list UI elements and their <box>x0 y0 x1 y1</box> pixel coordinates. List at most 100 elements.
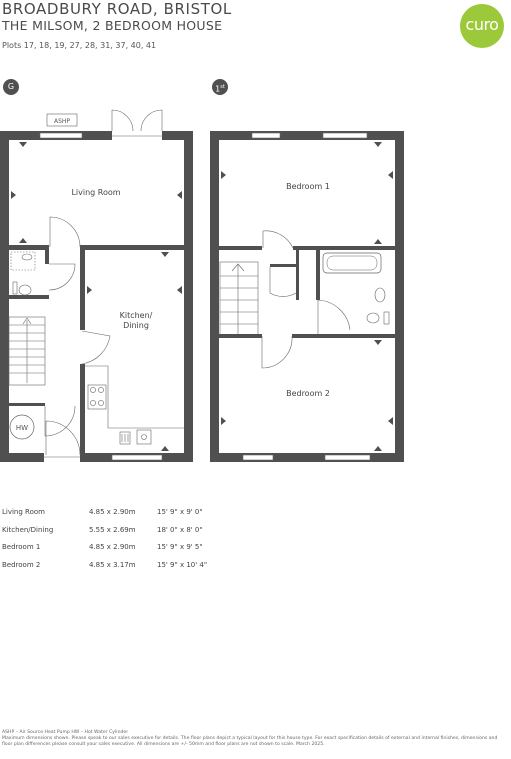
ff-cupboard-door <box>269 267 297 297</box>
gf-kitchen-wall-lower <box>80 364 85 453</box>
bath-toilet <box>366 312 380 324</box>
table-row: Living Room 4.85 x 2.90m 15' 9" x 9' 0" <box>2 508 302 526</box>
gf-patio-door-left <box>111 109 134 132</box>
gf-wc-toilet <box>18 284 32 296</box>
ff-window-bottom-2 <box>324 454 371 461</box>
ff-window-top-2 <box>322 132 368 139</box>
table-row: Bedroom 2 4.85 x 3.17m 15' 9" x 10' 4" <box>2 561 302 579</box>
plots-list: Plots 17, 18, 19, 27, 28, 31, 37, 40, 41 <box>2 41 157 50</box>
gf-wall-right <box>184 131 193 462</box>
ff-bed2-door <box>261 335 293 369</box>
ff-wall-top <box>210 131 404 140</box>
gf-partition-living-left <box>9 245 49 250</box>
first-floor-suffix: st <box>220 84 225 90</box>
kitchen-label-line1: Kitchen/ <box>120 311 153 320</box>
ff-bed2-wall-mid <box>292 334 316 338</box>
bed2-arrow-bottom <box>374 446 382 451</box>
living-arrow-bottom <box>19 238 27 243</box>
curo-logo: curo <box>460 4 504 48</box>
gf-kitchen-wall-upper <box>80 250 85 330</box>
table-row: Bedroom 1 4.85 x 2.90m 15' 9" x 9' 5" <box>2 543 302 561</box>
ff-cupboard-wall <box>296 250 299 300</box>
living-room-label: Living Room <box>71 188 120 197</box>
footer-key: ASHP – Air Source Heat Pump HW – Hot Wat… <box>2 730 129 735</box>
ff-stairs <box>219 261 259 337</box>
bed2-arrow-left <box>221 417 226 425</box>
room-name: Kitchen/Dining <box>2 525 54 534</box>
gf-wc-basin-zone <box>10 251 36 271</box>
ashp-unit <box>46 113 78 127</box>
room-imperial: 15' 9" x 9' 5" <box>157 543 203 551</box>
ff-wall-right <box>395 131 404 462</box>
room-imperial: 15' 9" x 9' 0" <box>157 508 203 516</box>
kitchen-arrow-right <box>177 286 182 294</box>
ff-bed1-door <box>262 230 294 249</box>
bedroom-1-label: Bedroom 1 <box>286 182 330 191</box>
page-subtitle: THE MILSOM, 2 BEDROOM HOUSE <box>2 18 223 33</box>
gf-wc-door <box>48 263 76 291</box>
ground-floor-plan: ASHP <box>0 109 193 463</box>
bed1-arrow-bottom <box>374 239 382 244</box>
ff-wall-bottom <box>210 453 404 462</box>
gf-wall-bottom <box>0 453 193 462</box>
kitchen-arrow-left <box>87 286 92 294</box>
kitchen-arrow-top <box>161 252 169 257</box>
gf-living-door <box>49 216 81 248</box>
gf-window-top <box>39 132 83 139</box>
bed1-arrow-left <box>221 171 226 179</box>
gf-front-door-opening <box>44 452 80 463</box>
floor-plan-drawing: ASHP <box>0 109 404 463</box>
page-title: BROADBURY ROAD, BRISTOL <box>2 0 232 18</box>
gf-patio-doors-opening <box>112 130 162 141</box>
first-floor-plan: Bedroom 1 Bedroom 2 <box>210 131 404 462</box>
room-metric: 4.85 x 2.90m <box>89 508 136 516</box>
ff-bed2-wall-left <box>219 334 262 338</box>
room-name: Bedroom 1 <box>2 543 41 551</box>
room-metric: 4.85 x 2.90m <box>89 543 136 551</box>
gf-kitchen-door <box>81 330 111 365</box>
room-imperial: 15' 9" x 10' 4" <box>157 560 208 569</box>
gf-wc-wall <box>9 295 49 299</box>
ff-bed1-wall-right <box>293 246 395 250</box>
bed1-arrow-top <box>374 142 382 147</box>
footer-disclaimer: Maximum dimensions shown. Please speak t… <box>2 736 498 748</box>
first-floor-label: 1 <box>215 84 221 94</box>
bedroom-2-label: Bedroom 2 <box>286 389 330 398</box>
ff-bath-door <box>317 299 351 334</box>
living-arrow-top <box>19 142 27 147</box>
room-name: Bedroom 2 <box>2 560 41 569</box>
gf-window-bottom <box>111 454 163 461</box>
room-dimensions-table: Living Room 4.85 x 2.90m 15' 9" x 9' 0" … <box>2 508 302 578</box>
room-imperial: 18' 0" x 8' 0" <box>157 525 203 534</box>
kitchen-label-line2: Dining <box>123 321 149 330</box>
bath-tub <box>322 252 382 274</box>
ground-floor-badge: G <box>3 79 19 95</box>
gf-wc-side-wall <box>45 250 49 264</box>
gf-patio-door-right <box>140 109 163 132</box>
ff-cupboard-wall-top <box>270 264 296 267</box>
bath-basin <box>374 287 386 303</box>
room-name: Living Room <box>2 508 45 516</box>
first-floor-badge: 1st <box>212 79 228 95</box>
gf-front-door <box>45 420 81 456</box>
gf-stairs <box>8 316 46 386</box>
gf-partition-living-right <box>80 245 184 250</box>
ff-bath-wall-bottom <box>316 334 395 338</box>
ff-wall-left <box>210 131 219 462</box>
logo-text: curo <box>465 15 499 34</box>
room-metric: 4.85 x 3.17m <box>89 560 136 569</box>
ff-bed1-wall-left <box>219 246 262 250</box>
bed2-arrow-top <box>374 340 382 345</box>
table-row: Kitchen/Dining 5.55 x 2.69m 18' 0" x 8' … <box>2 526 302 544</box>
gf-wall-left <box>0 131 9 462</box>
ashp-label: ASHP <box>54 118 70 125</box>
bed2-arrow-right <box>388 417 393 425</box>
footer-notes: ASHP – Air Source Heat Pump HW – Hot Wat… <box>2 730 509 749</box>
ff-bath-wall-left <box>316 250 320 300</box>
ground-floor-label: G <box>7 82 15 91</box>
hw-label: HW <box>16 424 28 432</box>
hot-water-cylinder <box>9 414 35 440</box>
living-arrow-right <box>177 191 182 199</box>
bed1-arrow-right <box>388 171 393 179</box>
kitchen-arrow-bottom <box>161 446 169 451</box>
